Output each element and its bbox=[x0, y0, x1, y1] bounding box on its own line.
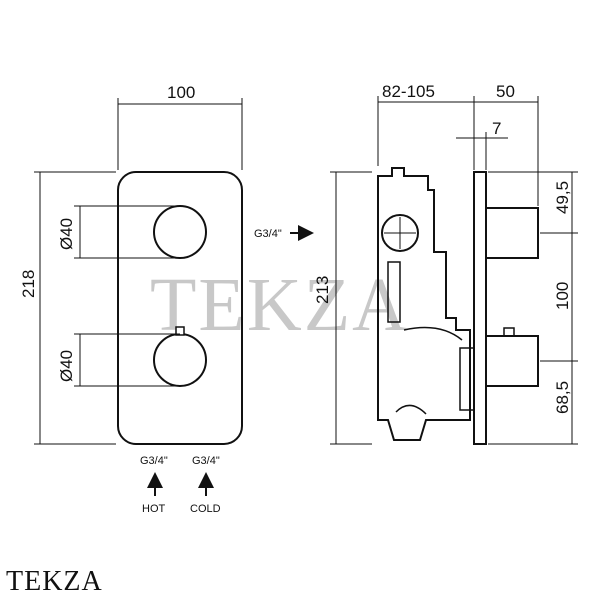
side-view bbox=[330, 96, 578, 445]
top-knob-side bbox=[485, 207, 539, 259]
spacing-bottom-label: 68,5 bbox=[553, 381, 572, 414]
side-height-label: 213 bbox=[313, 276, 332, 304]
hot-size-label: G3/4" bbox=[140, 455, 168, 467]
spacing-mid-label: 100 bbox=[553, 282, 572, 310]
valve-body bbox=[377, 167, 471, 441]
top-knob-diameter-label: Ø40 bbox=[57, 218, 76, 250]
height-label: 218 bbox=[19, 270, 38, 298]
front-view bbox=[34, 98, 243, 445]
width-label: 100 bbox=[167, 83, 195, 102]
cold-size-label: G3/4" bbox=[192, 455, 220, 467]
watermark-text: TEKZA bbox=[150, 263, 409, 347]
knob-marker bbox=[175, 326, 185, 336]
plate-depth-label: 50 bbox=[496, 82, 515, 101]
spacing-top-label: 49,5 bbox=[553, 181, 572, 214]
bottom-knob-diameter-label: Ø40 bbox=[57, 350, 76, 382]
top-knob bbox=[153, 205, 207, 259]
bottom-knob-side bbox=[485, 335, 539, 387]
hot-label: HOT bbox=[142, 503, 166, 515]
side-plate bbox=[473, 171, 487, 445]
inlet-port bbox=[381, 214, 419, 252]
thickness-label: 7 bbox=[492, 119, 501, 138]
brand-logo-text: TEKZA bbox=[6, 566, 103, 597]
depth-label: 82-105 bbox=[382, 82, 435, 101]
cold-label: COLD bbox=[190, 503, 221, 515]
inlet-label: G3/4" bbox=[254, 228, 282, 240]
front-plate bbox=[117, 171, 243, 445]
